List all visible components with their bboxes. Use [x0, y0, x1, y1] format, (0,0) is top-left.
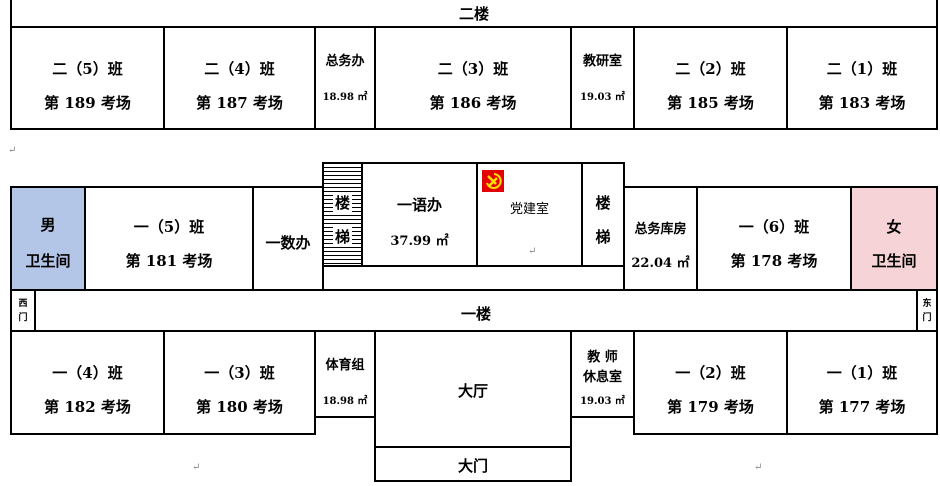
room-1-6: 一（6）班 第 178 考场: [696, 186, 852, 291]
exam-label: 第 183 考场: [818, 94, 906, 112]
room-teacher-lounge: 教 师 休息室 19.03 ㎡: [570, 330, 635, 418]
main-gate-label: 大门: [457, 457, 488, 475]
room-name: 二（5）班: [52, 60, 123, 78]
exam-label: 第 185 考场: [667, 94, 754, 112]
room-2-4: 二（4）班 第 187 考场: [163, 26, 316, 130]
room-name: 一（5）班: [133, 218, 205, 236]
room-name: 一（4）班: [52, 364, 123, 382]
room-name: 男: [40, 216, 56, 234]
room-teaching-research: 教研室 19.03 ㎡: [570, 26, 635, 130]
area-label: 22.04 ㎡: [631, 256, 690, 271]
area-label: 18.98 ㎡: [322, 92, 368, 103]
room-name: 一（6）班: [738, 218, 810, 236]
room-name-2: 卫生间: [871, 252, 917, 270]
room-name: 一（2）班: [675, 364, 746, 382]
room-pe-group: 体育组 18.98 ㎡: [314, 330, 376, 418]
room-name: 党建室: [509, 202, 549, 217]
room-2-3: 二（3）班 第 186 考场: [374, 26, 572, 130]
room-name: 一（3）班: [204, 364, 275, 382]
room-name-2: 休息室: [582, 370, 622, 385]
east-door[interactable]: 东门: [916, 289, 938, 332]
stairs-west: 楼 梯: [322, 162, 363, 267]
exam-label: 第 179 考场: [667, 398, 754, 416]
exam-label: 第 178 考场: [730, 252, 818, 270]
exam-label: 第 182 考场: [44, 398, 131, 416]
room-general-storage: 总务库房 22.04 ㎡: [623, 186, 698, 291]
room-name: 一（1）班: [826, 364, 898, 382]
stairs-char-1: 楼: [595, 194, 611, 212]
exam-label: 第 180 考场: [196, 398, 283, 416]
room-name: 大厅: [457, 382, 488, 400]
room-math-office: 一数办: [252, 186, 324, 291]
room-name-2: 卫生间: [25, 252, 71, 270]
room-party-building: 党建室 ↵: [476, 162, 583, 267]
room-name: 一数办: [265, 234, 311, 252]
main-gate[interactable]: 大门: [374, 446, 572, 482]
room-1-1: 一（1）班 第 177 考场: [786, 330, 938, 435]
room-2-5: 二（5）班 第 189 考场: [10, 26, 165, 130]
room-chinese-office: 一语办 37.99 ㎡: [361, 162, 478, 267]
exam-label: 第 181 考场: [125, 252, 213, 270]
room-name: 二（1）班: [826, 60, 898, 78]
room-2-1: 二（1）班 第 183 考场: [786, 26, 938, 130]
exam-label: 第 189 考场: [44, 94, 131, 112]
paragraph-mark-icon: ↵: [754, 462, 763, 473]
room-1-5: 一（5）班 第 181 考场: [84, 186, 254, 291]
paragraph-mark-icon: ↵: [8, 145, 17, 156]
east-door-label: 东门: [922, 299, 932, 323]
stairs-char-2: 梯: [333, 226, 352, 247]
floor2-label: 二楼: [458, 5, 489, 23]
area-label: 18.98 ㎡: [322, 396, 368, 407]
area-label: 19.03 ㎡: [580, 396, 625, 407]
floor1-label: 一楼: [460, 305, 491, 323]
exam-label: 第 187 考场: [196, 94, 283, 112]
room-name: 二（4）班: [204, 60, 275, 78]
room-name: 女: [886, 218, 902, 236]
room-name: 一语办: [396, 196, 442, 214]
room-name: 总务库房: [634, 222, 687, 237]
male-restroom: 男 卫生间: [10, 186, 86, 291]
area-label: 37.99 ㎡: [390, 234, 449, 249]
west-door-label: 西门: [18, 299, 28, 323]
room-2-2: 二（2）班 第 185 考场: [633, 26, 788, 130]
room-name: 教研室: [582, 54, 622, 69]
paragraph-mark-icon: ↵: [528, 246, 537, 257]
room-1-2: 一（2）班 第 179 考场: [633, 330, 788, 435]
stairs-char-1: 楼: [333, 192, 352, 213]
paragraph-mark-icon: ↵: [192, 462, 201, 473]
room-1-4: 一（4）班 第 182 考场: [10, 330, 165, 435]
party-emblem-icon: [482, 170, 504, 192]
lobby: 大厅: [374, 330, 572, 448]
room-name: 总务办: [325, 54, 365, 69]
room-name: 教 师: [587, 350, 618, 365]
area-label: 19.03 ㎡: [580, 92, 625, 103]
female-restroom: 女 卫生间: [850, 186, 938, 291]
exam-label: 第 186 考场: [429, 94, 517, 112]
room-general-affairs-office: 总务办 18.98 ㎡: [314, 26, 376, 130]
room-name: 二（3）班: [437, 60, 509, 78]
floor2-corridor: 二楼: [10, 0, 938, 28]
stairs-east: 楼 梯: [581, 162, 625, 267]
floor1-corridor: 一楼: [34, 289, 918, 332]
room-name: 体育组: [325, 358, 365, 373]
stairs-char-2: 梯: [595, 228, 611, 246]
exam-label: 第 177 考场: [818, 398, 906, 416]
room-name: 二（2）班: [675, 60, 746, 78]
west-door[interactable]: 西门: [10, 289, 36, 332]
room-1-3: 一（3）班 第 180 考场: [163, 330, 316, 435]
